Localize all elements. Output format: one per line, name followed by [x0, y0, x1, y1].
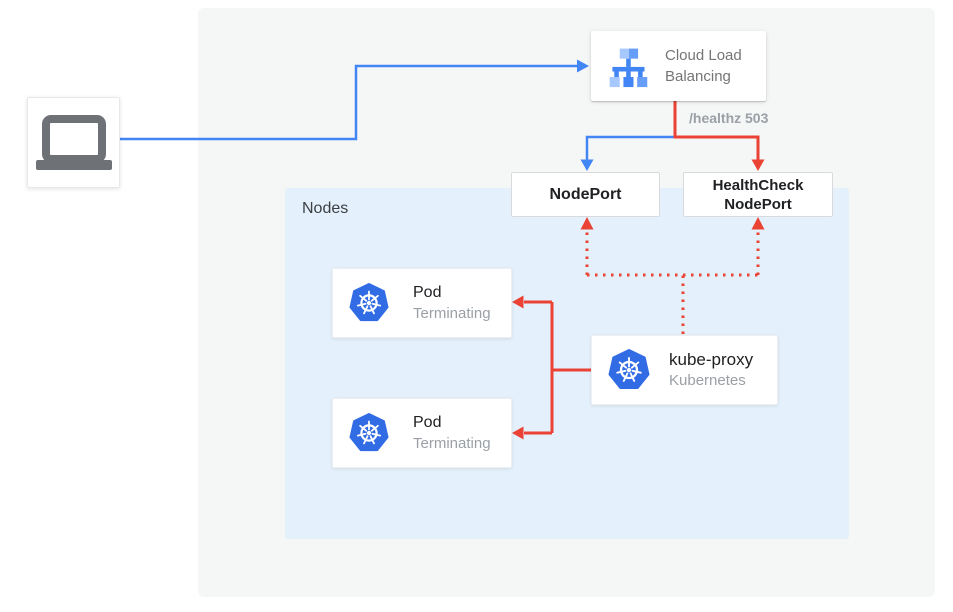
cloud-load-balancing-icon: [606, 44, 650, 88]
pod-title: Pod: [413, 284, 442, 301]
nodeport-label: NodePort: [549, 185, 622, 203]
kube-proxy-card: kube-proxy Kubernetes: [591, 335, 778, 405]
kube-proxy-title: kube-proxy: [669, 350, 754, 369]
nodeport-card: NodePort: [511, 172, 660, 217]
pod-status: Terminating: [413, 305, 491, 322]
pod-status: Terminating: [413, 435, 491, 452]
healthcheck-nodeport-card: HealthCheck NodePort: [683, 172, 833, 217]
kubernetes-helm-icon: [349, 283, 389, 323]
kube-proxy-subtitle: Kubernetes: [669, 372, 746, 389]
healthcheck-nodeport-line1: HealthCheck: [712, 176, 804, 194]
pod-label-block: Pod Terminating: [413, 282, 491, 324]
pod-title: Pod: [413, 414, 442, 431]
nodes-panel-label: Nodes: [302, 200, 349, 217]
client-laptop-card: [27, 97, 120, 188]
pod-card-2: Pod Terminating: [332, 398, 512, 468]
healthz-status-label: /healthz 503: [689, 110, 769, 126]
cloud-load-balancing-card: Cloud Load Balancing: [591, 31, 766, 101]
laptop-icon: [35, 114, 113, 171]
pod-card-1: Pod Terminating: [332, 268, 512, 338]
kube-proxy-label-block: kube-proxy Kubernetes: [669, 349, 753, 391]
cloud-load-balancing-label: Cloud Load Balancing: [665, 47, 742, 85]
healthcheck-nodeport-line2: NodePort: [724, 195, 792, 213]
kubernetes-helm-icon: [349, 413, 389, 453]
pod-label-block: Pod Terminating: [413, 412, 491, 454]
kubernetes-helm-icon: [608, 349, 650, 391]
